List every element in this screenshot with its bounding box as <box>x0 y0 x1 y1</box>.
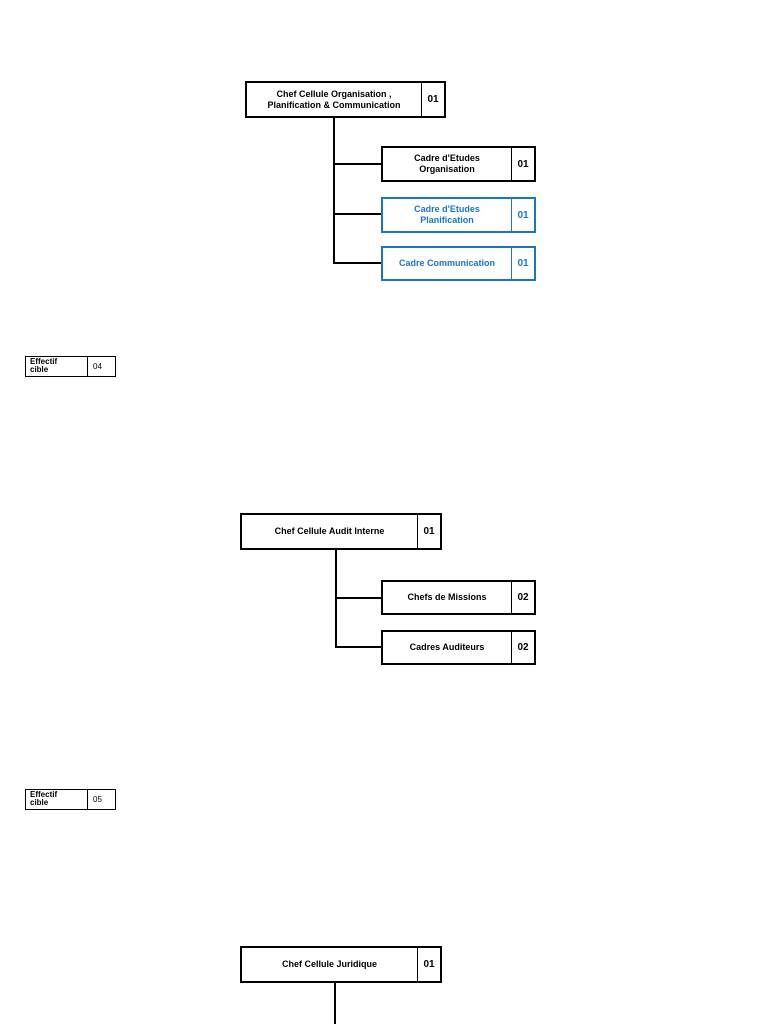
org-child-count: 01 <box>511 248 534 279</box>
audit-chief-box: Chef Cellule Audit Interne 01 <box>240 513 442 550</box>
org-child-label: Cadre Communication <box>398 258 495 268</box>
connector-trunk <box>334 983 336 1024</box>
org-chief-label: Chef Cellule Organisation , Planificatio… <box>267 88 401 110</box>
connector-branch <box>333 163 382 165</box>
juridique-chief-box: Chef Cellule Juridique 01 <box>240 946 442 983</box>
audit-child-box: Cadres Auditeurs 02 <box>381 630 536 665</box>
juridique-chief-count: 01 <box>417 948 440 981</box>
connector-trunk <box>335 550 337 648</box>
connector-trunk <box>333 118 335 264</box>
effectif-cible-label: Effectif cible <box>30 357 58 374</box>
effectif-cible-count: 04 <box>87 357 115 376</box>
audit-child-label: Cadres Auditeurs <box>409 642 485 652</box>
audit-child-count: 02 <box>511 632 534 663</box>
org-child-count: 01 <box>511 199 534 231</box>
connector-branch <box>335 597 382 599</box>
audit-chief-label: Chef Cellule Audit Interne <box>274 526 385 536</box>
org-child-box: Cadre d'Etudes Organisation 01 <box>381 146 536 182</box>
audit-chief-count: 01 <box>417 515 440 548</box>
effectif-cible-box: Effectif cible 05 <box>25 789 116 810</box>
effectif-cible-box: Effectif cible 04 <box>25 356 116 377</box>
org-chief-count: 01 <box>421 83 444 116</box>
connector-branch <box>333 262 382 264</box>
org-child-box: Cadre d'Etudes Planification 01 <box>381 197 536 233</box>
audit-child-label: Chefs de Missions <box>407 592 487 602</box>
effectif-cible-count: 05 <box>87 790 115 809</box>
org-chief-box: Chef Cellule Organisation , Planificatio… <box>245 81 446 118</box>
org-child-label: Cadre d'Etudes Organisation <box>414 153 480 174</box>
org-child-label: Cadre d'Etudes Planification <box>414 204 480 225</box>
audit-child-count: 02 <box>511 582 534 613</box>
juridique-chief-label: Chef Cellule Juridique <box>281 959 377 969</box>
org-child-count: 01 <box>511 148 534 180</box>
audit-child-box: Chefs de Missions 02 <box>381 580 536 615</box>
connector-branch <box>335 646 382 648</box>
effectif-cible-label: Effectif cible <box>30 790 58 807</box>
org-child-box: Cadre Communication 01 <box>381 246 536 281</box>
connector-branch <box>333 213 382 215</box>
